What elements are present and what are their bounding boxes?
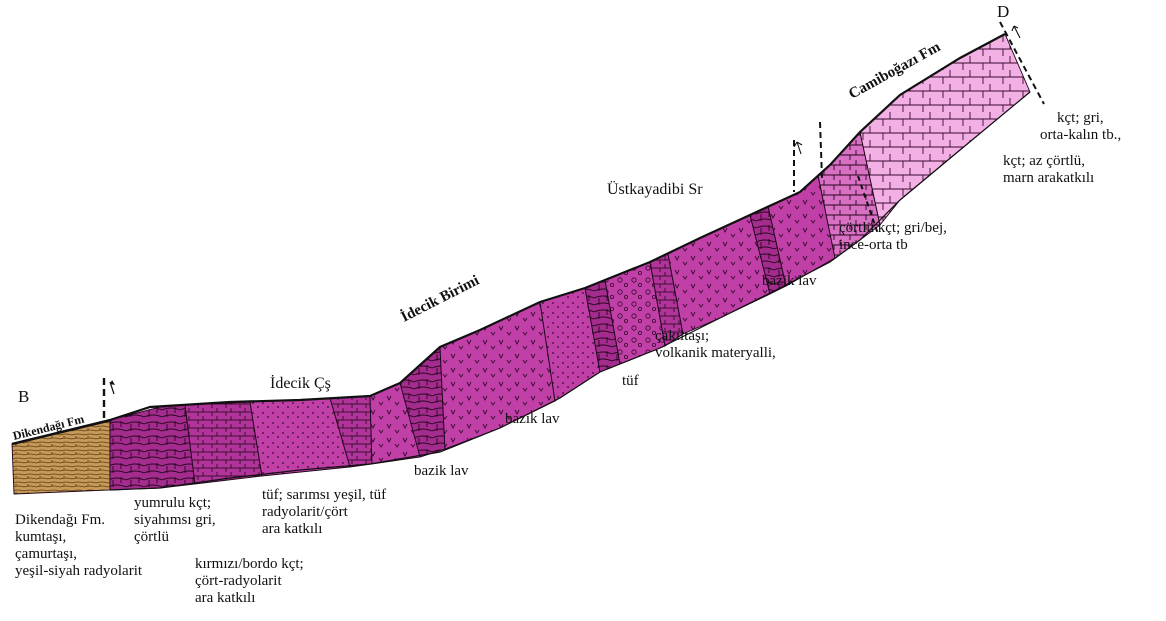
nodular-limestone-band — [110, 405, 195, 490]
annotation-cortlu: çörtlü kçt; gri/bej, ince-orta tb — [839, 220, 951, 253]
annotation-yumrulu: yumrulu kçt; siyahımsı gri, çörtlü — [134, 495, 219, 545]
annotation-kirmizi: kırmızı/bordo kçt; çört-radyolarit ara k… — [195, 556, 307, 606]
section-end-label: D — [997, 2, 1009, 21]
annotation-kct-az: kçt; az çörtlü, marn arakatkılı — [1003, 153, 1094, 186]
member-label-idecik: İdecik Çş — [270, 374, 331, 392]
unit-label: İdecik Birimi — [398, 272, 482, 326]
annotation-tuf: tüf — [622, 373, 639, 389]
limestone-band — [860, 34, 1030, 225]
annotation-bazik-lav-1: bazik lav — [414, 463, 469, 479]
annotation-dikendagi: Dikendağı Fm. kumtaşı, çamurtaşı, yeşil-… — [15, 512, 143, 579]
annotation-cakiltasi: çakıltaşı; volkanik materyalli, — [655, 328, 776, 361]
annotation-kct-gri: kçt; gri, orta-kalın tb., — [1040, 110, 1121, 143]
annotation-bazik-lav-3: bazik lav — [762, 273, 817, 289]
fault-left — [104, 378, 115, 418]
red-limestone-band — [185, 402, 262, 484]
member-label-ustkayadibi: Üstkayadibi Sr — [607, 180, 703, 198]
section-start-label: B — [18, 387, 29, 406]
annotation-bazik-lav-2: bazik lav — [505, 411, 560, 427]
annotation-tuf-sarimsi: tüf; sarımsı yeşil, tüf radyolarit/çört … — [262, 487, 390, 537]
fault-middle-1 — [794, 140, 802, 192]
